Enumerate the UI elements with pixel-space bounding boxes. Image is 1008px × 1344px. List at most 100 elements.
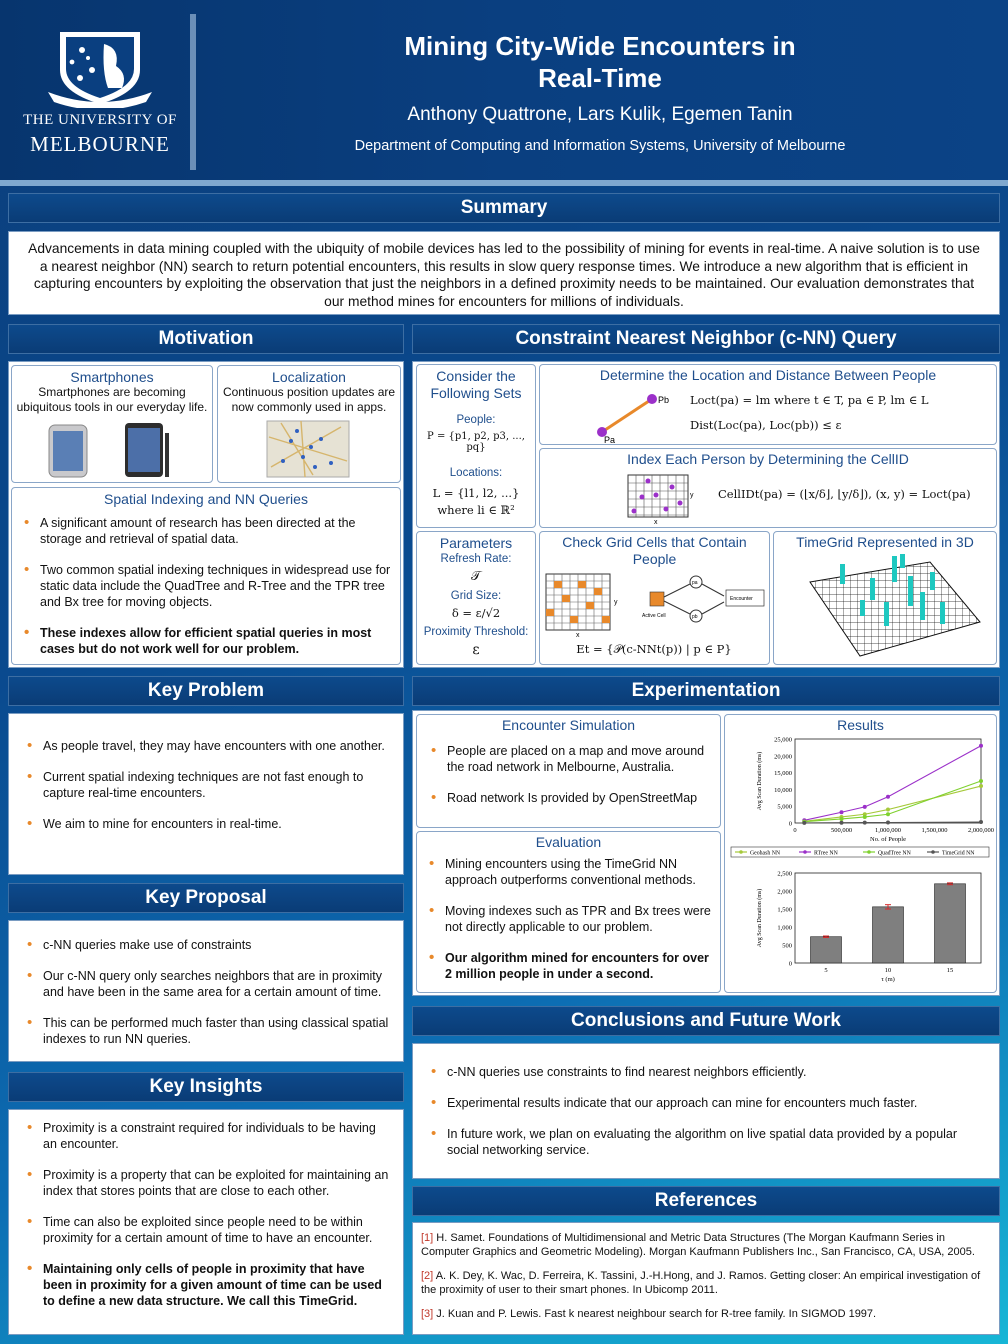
x-tick-label: 1,000,000 (875, 827, 901, 834)
loc-math: Loct(pa) = lm where t ∈ T, pa ∈ P, lm ∈ … (690, 393, 929, 407)
cellid-math: CellIDt(pa) = (⌊x/δ⌋, ⌊y/δ⌋), (x, y) = L… (718, 487, 971, 501)
list-item: Proximity is a constraint required for i… (23, 1120, 391, 1152)
locations-label: Locations: (449, 467, 503, 479)
reference-2: [2] A. K. Dey, K. Wac, D. Ferreira, K. T… (421, 1269, 991, 1297)
localization-text: Continuous position updates are now comm… (222, 385, 396, 414)
y-tick-label: 1,000 (777, 925, 792, 932)
conclusions-heading: Conclusions and Future Work (412, 1006, 1000, 1036)
list-item: This can be performed much faster than u… (23, 1015, 391, 1047)
y-tick-label: 1,500 (777, 907, 792, 914)
summary-heading: Summary (8, 193, 1000, 223)
key-proposal-heading: Key Proposal (8, 883, 404, 913)
list-item: As people travel, they may have encounte… (23, 738, 391, 754)
conclusions-list: c-NN queries use constraints to find nea… (427, 1064, 987, 1158)
list-item: Experimental results indicate that our a… (427, 1095, 987, 1111)
title-line1: Mining City-Wide Encounters in (404, 31, 796, 61)
y-tick-label: 500 (782, 943, 792, 950)
title-line2: Real-Time (538, 63, 662, 93)
list-item: Moving indexes such as TPR and Bx trees … (425, 903, 712, 935)
key-problem-panel: As people travel, they may have encounte… (8, 713, 404, 875)
localization-card: Localization Continuous position updates… (217, 365, 401, 483)
data-point (862, 820, 867, 825)
data-point (979, 784, 983, 789)
data-point (886, 807, 890, 812)
prox-label: Proximity Threshold: (423, 626, 529, 638)
spatial-indexing-list: A significant amount of research has bee… (20, 515, 392, 657)
parameters-title: Parameters (439, 535, 513, 551)
y-axis-label: Avg Scan Duration (ms) (756, 889, 763, 947)
distance-diagram: Pb Pa (597, 394, 669, 445)
data-point (802, 820, 807, 825)
timegrid-card: TimeGrid Represented in 3D (773, 531, 997, 665)
data-point (886, 820, 890, 825)
results-title: Results (837, 717, 884, 733)
list-item: Time can also be exploited since people … (23, 1214, 391, 1246)
poster-header (0, 0, 1008, 182)
legend-label: QuadTree NN (878, 851, 912, 857)
spatial-indexing-title: Spatial Indexing and NN Queries (104, 491, 308, 507)
data-point (886, 794, 890, 799)
poster-title: Mining City-Wide Encounters in Real-Time (290, 30, 910, 94)
determine-title: Determine the Location and Distance Betw… (599, 367, 937, 383)
references-panel: [1] H. Samet. Foundations of Multidimens… (412, 1222, 1000, 1335)
key-problem-heading: Key Problem (8, 676, 404, 706)
locations-math: L = {l1, l2, ...} (432, 486, 520, 500)
x-tick-label: 15 (947, 967, 954, 974)
active-cell-label: Active Cell (642, 613, 666, 619)
localization-title: Localization (272, 369, 346, 385)
series-line (804, 780, 982, 823)
svg-text:x: x (654, 519, 658, 525)
motivation-heading: Motivation (8, 324, 404, 354)
x-tick-label: 500,000 (831, 827, 852, 834)
list-item: We aim to mine for encounters in real-ti… (23, 816, 391, 832)
people-label: People: (456, 414, 496, 426)
university-crest-icon (48, 32, 152, 108)
y-tick-label: 25,000 (774, 737, 792, 744)
legend-box (730, 846, 990, 858)
evaluation-title: Evaluation (535, 834, 602, 850)
cnn-heading: Constraint Nearest Neighbor (c-NN) Query (412, 324, 1000, 354)
parameters-card: Parameters Refresh Rate: 𝒯 Grid Size: δ … (416, 531, 536, 665)
smartphones-card: Smartphones Smartphones are becoming ubi… (11, 365, 213, 483)
y-tick-label: 0 (789, 821, 792, 828)
list-item: c-NN queries use constraints to find nea… (427, 1064, 987, 1080)
references-heading: References (412, 1186, 1000, 1216)
grid-math: δ = ε/√2 (451, 606, 501, 620)
list-item: c-NN queries make use of constraints (23, 937, 391, 953)
legend-marker (739, 850, 743, 854)
svg-text:x: x (576, 632, 580, 638)
legend-label: Geohash NN (750, 851, 781, 857)
x-tick-label: 1,500,000 (922, 827, 948, 834)
university-name-line1: THE UNIVERSITY OF (23, 112, 177, 128)
x-tick-label: 2,000,000 (968, 827, 994, 834)
y-tick-label: 10,000 (774, 787, 792, 794)
simulation-card: Encounter Simulation People are placed o… (416, 714, 721, 828)
dist-math: Dist(Loc(pa), Loc(pb)) ≤ ε (690, 418, 842, 432)
list-item: Mining encounters using the TimeGrid NN … (425, 856, 712, 888)
check-cells-card: Check Grid Cells that Contain People y x… (539, 531, 770, 665)
list-item: These indexes allow for efficient spatia… (20, 625, 392, 657)
y-tick-label: 2,500 (777, 871, 792, 878)
legend-label: TimeGrid NN (942, 851, 975, 857)
evaluation-list: Mining encounters using the TimeGrid NN … (425, 856, 712, 982)
reference-2-text: A. K. Dey, K. Wac, D. Ferreira, K. Tassi… (421, 1270, 981, 1296)
experimentation-heading: Experimentation (412, 676, 1000, 706)
grid-label: Grid Size: (450, 590, 502, 602)
smartphones-text: Smartphones are becoming ubiquitous tool… (16, 385, 208, 414)
list-item: Proximity is a property that can be expl… (23, 1167, 391, 1199)
legend-marker (803, 850, 807, 854)
data-point (839, 810, 844, 815)
key-insights-panel: Proximity is a constraint required for i… (8, 1109, 404, 1335)
x-tick-label: 0 (793, 827, 796, 834)
university-name-line2: MELBOURNE (30, 132, 170, 156)
reference-3: [3] J. Kuan and P. Lewis. Fast k nearest… (421, 1307, 991, 1321)
list-item: People are placed on a map and move arou… (427, 743, 710, 775)
prox-math: ε (472, 642, 480, 658)
data-point (886, 812, 890, 817)
list-item: In future work, we plan on evaluating th… (427, 1126, 987, 1158)
y-tick-label: 0 (789, 961, 792, 968)
department: Department of Computing and Information … (354, 138, 846, 154)
